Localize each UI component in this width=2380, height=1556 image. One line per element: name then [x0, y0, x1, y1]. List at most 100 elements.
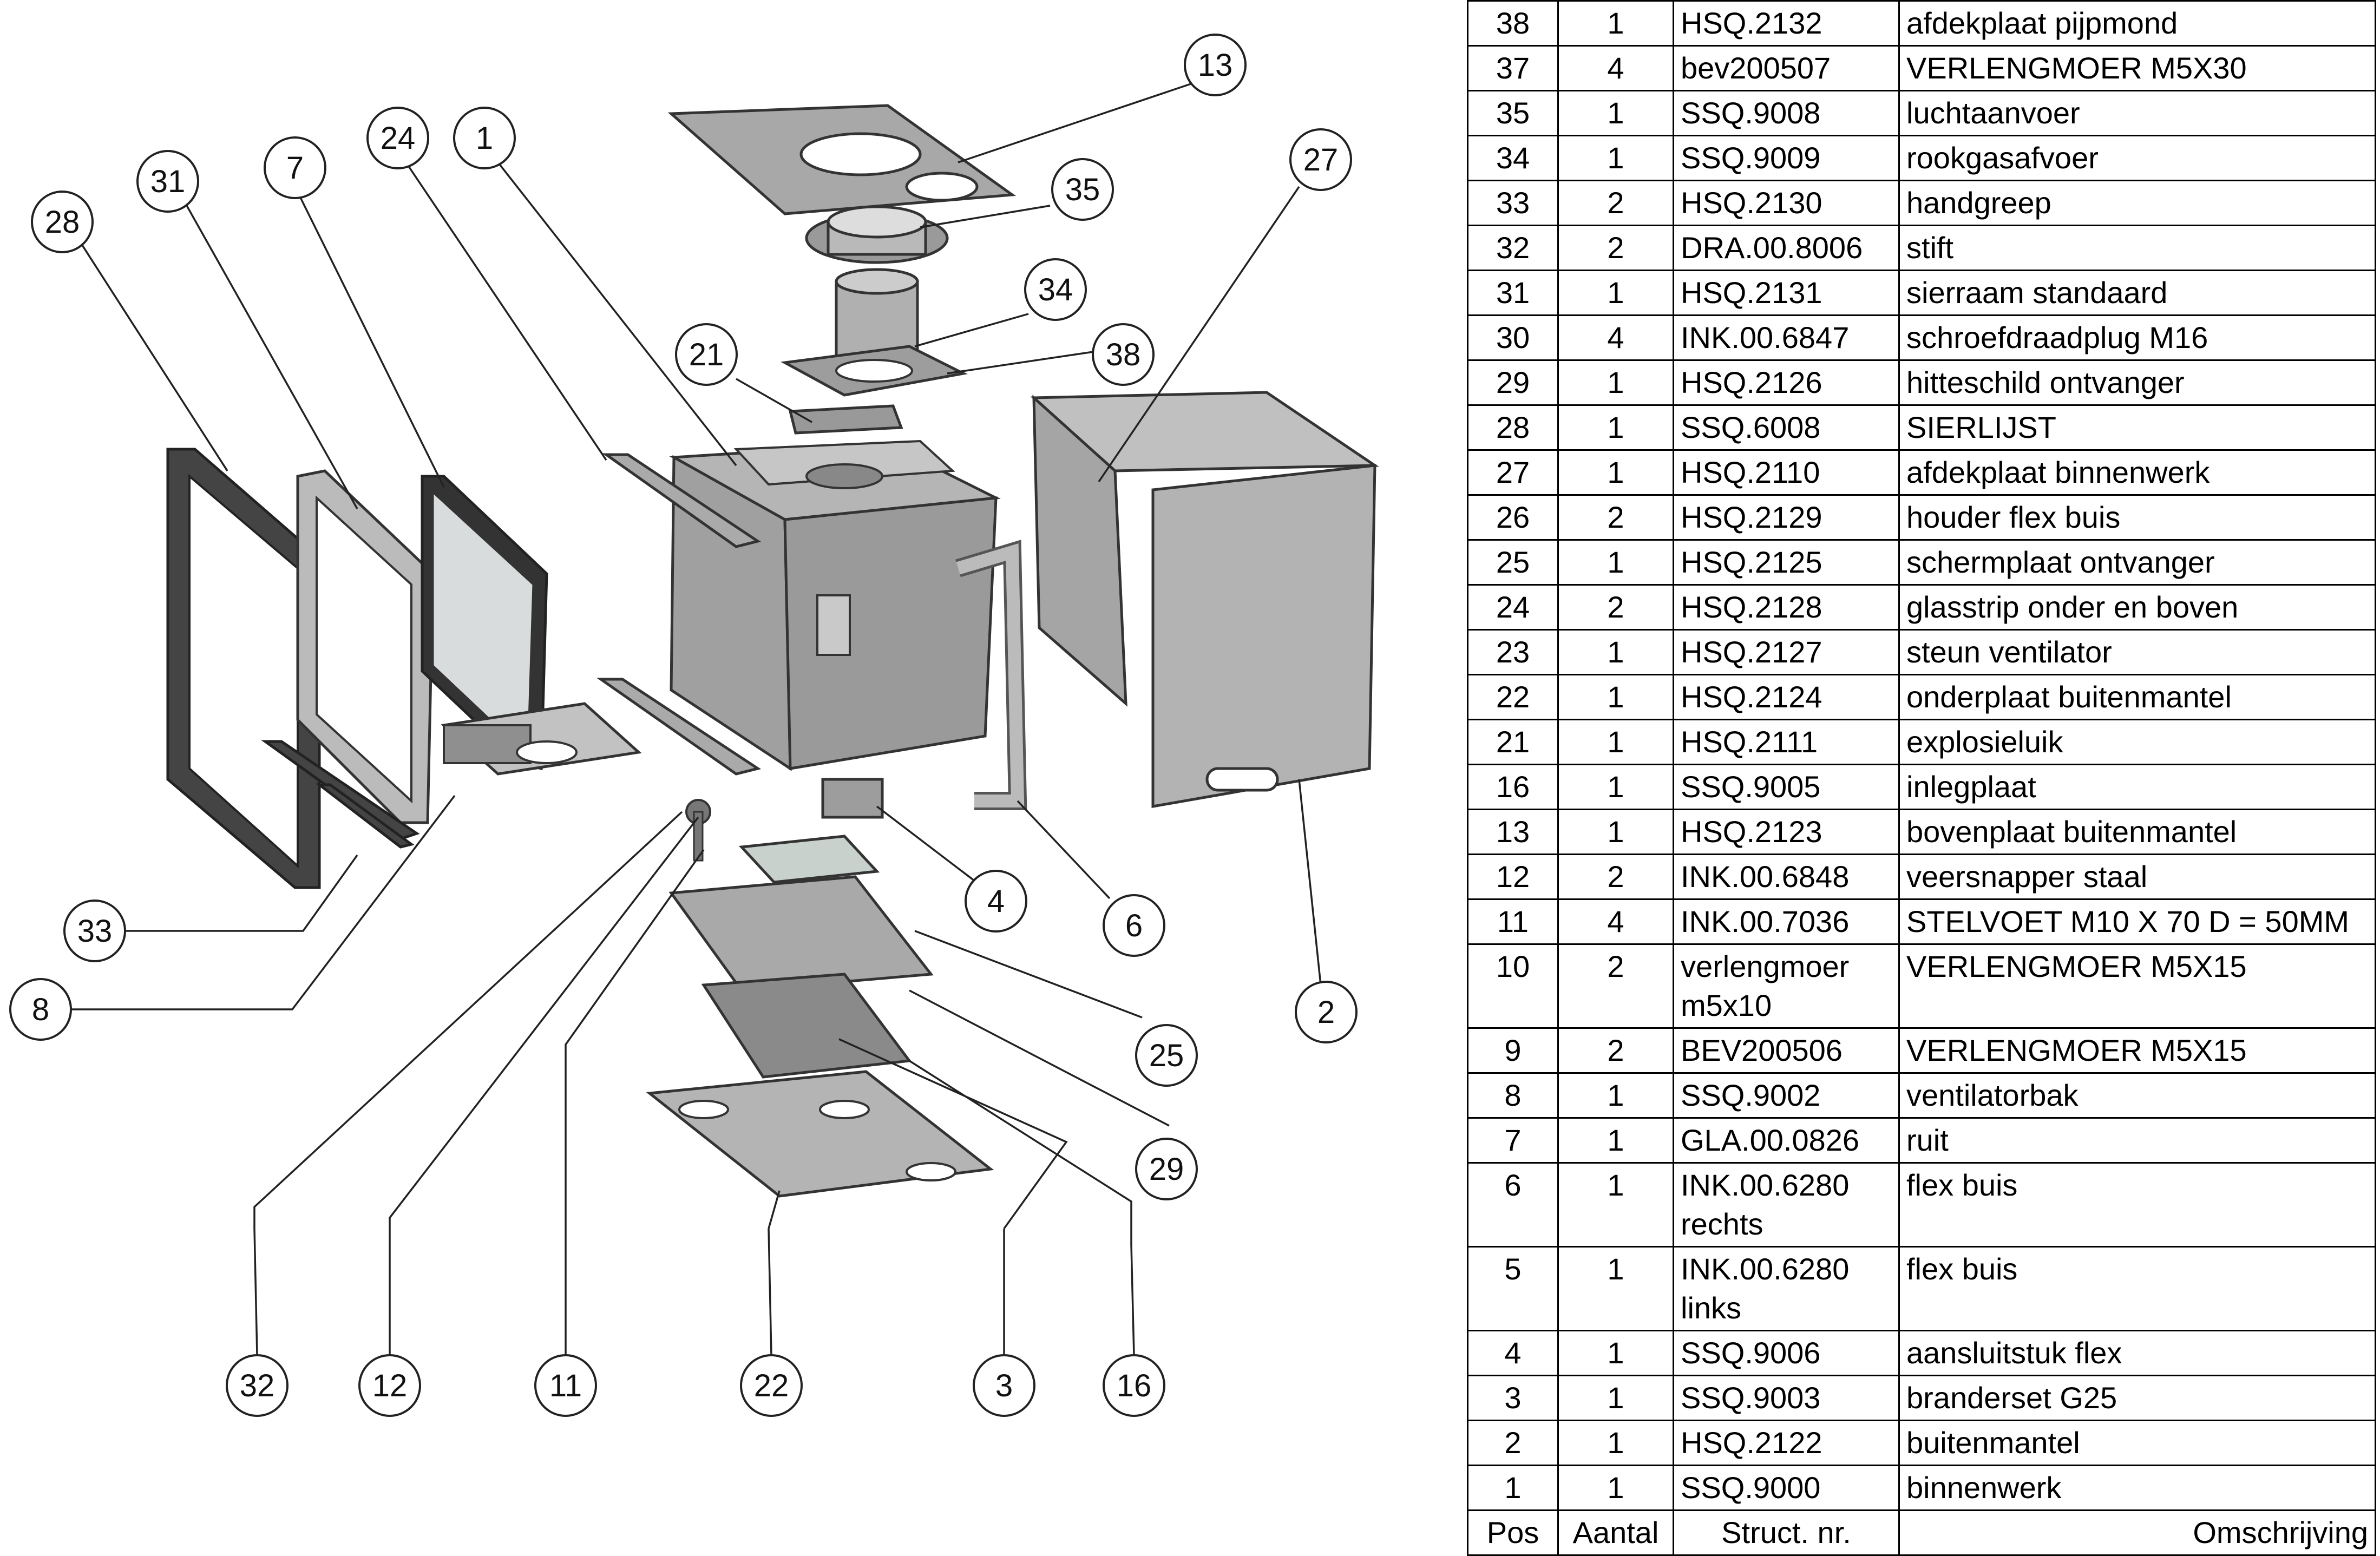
- cell-qty: 2: [1557, 943, 1674, 1029]
- cell-desc: binnenwerk: [1898, 1465, 2376, 1511]
- part-glass-strip: [596, 453, 762, 776]
- part-handles: [261, 740, 420, 849]
- cell-desc: STELVOET M10 X 70 D = 50MM: [1898, 898, 2376, 945]
- svg-text:29: 29: [1149, 1152, 1184, 1187]
- cell-pos: 16: [1467, 764, 1559, 810]
- cell-pos: 24: [1467, 584, 1559, 631]
- cell-pos: 8: [1467, 1072, 1559, 1119]
- svg-text:35: 35: [1065, 172, 1100, 207]
- callout-1: 1: [453, 107, 516, 169]
- callout-27: 27: [1289, 128, 1352, 191]
- cell-qty: 1: [1557, 1375, 1674, 1421]
- callout-33: 33: [63, 900, 126, 962]
- cell-code: BEV200506: [1673, 1027, 1900, 1074]
- cell-desc: houder flex buis: [1898, 494, 2376, 541]
- cell-desc: veersnapper staal: [1898, 853, 2376, 900]
- cell-pos: 11: [1467, 898, 1559, 945]
- callout-11: 11: [534, 1354, 597, 1417]
- cell-code: GLA.00.0826: [1673, 1117, 1900, 1164]
- cell-code: HSQ.2123: [1673, 809, 1900, 855]
- cell-desc: onderplaat buitenmantel: [1898, 674, 2376, 720]
- cell-desc: bovenplaat buitenmantel: [1898, 809, 2376, 855]
- callout-12: 12: [358, 1354, 421, 1417]
- svg-text:16: 16: [1117, 1368, 1152, 1403]
- cell-pos: 3: [1467, 1375, 1559, 1421]
- cell-pos: 33: [1467, 180, 1559, 226]
- cell-pos: 4: [1467, 1330, 1559, 1376]
- cell-pos: 7: [1467, 1117, 1559, 1164]
- cell-qty: 1: [1557, 719, 1674, 765]
- callout-3: 3: [973, 1354, 1035, 1417]
- cell-qty: 4: [1557, 45, 1674, 91]
- cell-desc: aansluitstuk flex: [1898, 1330, 2376, 1376]
- svg-text:4: 4: [987, 884, 1005, 919]
- cell-desc: handgreep: [1898, 180, 2376, 226]
- cell-desc: rookgasafvoer: [1898, 135, 2376, 181]
- cell-qty: 2: [1557, 494, 1674, 541]
- cell-pos: 2: [1467, 1420, 1559, 1466]
- part-explosion-hatch: [788, 404, 903, 435]
- cell-qty: 2: [1557, 584, 1674, 631]
- callout-31: 31: [136, 150, 199, 213]
- part-fan-box: [441, 702, 642, 776]
- cell-code: HSQ.2111: [1673, 719, 1900, 765]
- cell-qty: 1: [1557, 764, 1674, 810]
- svg-text:31: 31: [150, 164, 186, 199]
- svg-text:32: 32: [240, 1368, 275, 1403]
- cell-code: SSQ.9006: [1673, 1330, 1900, 1376]
- cell-desc: steun ventilator: [1898, 629, 2376, 675]
- cell-code: SSQ.9000: [1673, 1465, 1900, 1511]
- svg-text:1: 1: [476, 121, 493, 156]
- cell-desc: inlegplaat: [1898, 764, 2376, 810]
- header-code: Struct. nr.: [1673, 1509, 1900, 1556]
- cell-desc: luchtaanvoer: [1898, 90, 2376, 136]
- cell-desc: afdekplaat binnenwerk: [1898, 449, 2376, 496]
- cell-desc: SIERLIJST: [1898, 404, 2376, 451]
- cell-desc: afdekplaat pijpmond: [1898, 0, 2376, 47]
- part-flue-outlet: [781, 268, 968, 397]
- svg-text:34: 34: [1038, 272, 1073, 307]
- cell-pos: 37: [1467, 45, 1559, 91]
- callout-2: 2: [1295, 981, 1358, 1043]
- part-decor-frame: [296, 469, 435, 824]
- cell-code: INK.00.6847: [1673, 314, 1900, 361]
- svg-text:33: 33: [77, 914, 113, 949]
- part-lower-assembly: [646, 835, 994, 1198]
- cell-code: HSQ.2129: [1673, 494, 1900, 541]
- cell-pos: 12: [1467, 853, 1559, 900]
- cell-pos: 26: [1467, 494, 1559, 541]
- cell-qty: 1: [1557, 270, 1674, 316]
- svg-text:3: 3: [995, 1368, 1013, 1403]
- cell-pos: 13: [1467, 809, 1559, 855]
- cell-code: bev200507: [1673, 45, 1900, 91]
- callout-7: 7: [264, 136, 326, 199]
- cell-desc: ventilatorbak: [1898, 1072, 2376, 1119]
- cell-code: SSQ.6008: [1673, 404, 1900, 451]
- cell-qty: 1: [1557, 135, 1674, 181]
- exploded-view-svg: 13 35 34 38 21 27 24 1 7 31 28 33 8 4 6 …: [9, 34, 1379, 1417]
- cell-desc: VERLENGMOER M5X15: [1898, 943, 2376, 1029]
- cell-pos: 5: [1467, 1246, 1559, 1331]
- cell-qty: 1: [1557, 1117, 1674, 1164]
- cell-pos: 34: [1467, 135, 1559, 181]
- callout-13: 13: [1184, 34, 1247, 96]
- header-pos: Pos: [1467, 1509, 1559, 1556]
- cell-qty: 1: [1557, 404, 1674, 451]
- part-outer-mantle: [1030, 391, 1379, 808]
- cell-code: HSQ.2110: [1673, 449, 1900, 496]
- cell-pos: 27: [1467, 449, 1559, 496]
- cell-code: HSQ.2130: [1673, 180, 1900, 226]
- svg-text:25: 25: [1149, 1038, 1184, 1073]
- cell-qty: 1: [1557, 449, 1674, 496]
- cell-desc: flex buis: [1898, 1246, 2376, 1331]
- svg-text:2: 2: [1317, 995, 1335, 1030]
- cell-qty: 2: [1557, 853, 1674, 900]
